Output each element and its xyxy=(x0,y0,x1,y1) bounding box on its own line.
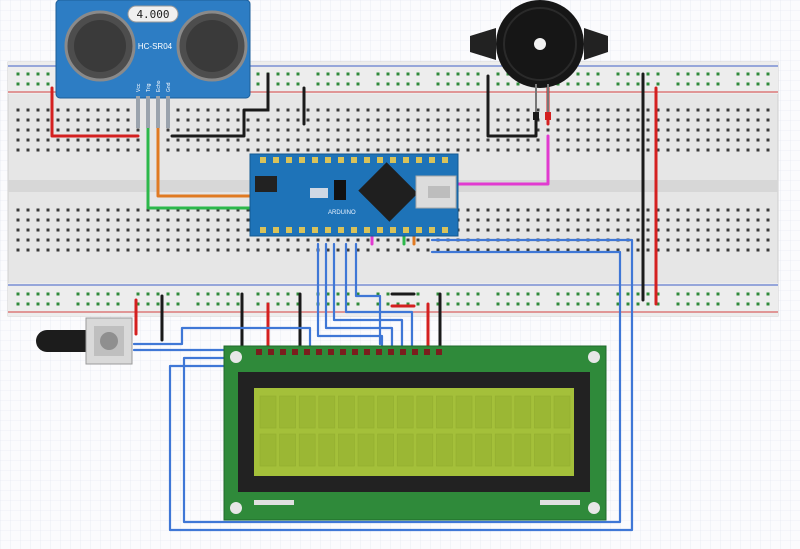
wire-blue-d2 xyxy=(324,242,394,354)
buzzer-icon xyxy=(470,0,608,120)
wire-blue-d5 xyxy=(354,242,382,346)
lcd-header-pins xyxy=(256,349,442,355)
wire-blue-loop-2 xyxy=(182,250,622,524)
lcd-display-icon xyxy=(223,345,607,521)
wire-black-buzzer xyxy=(486,74,538,138)
potentiometer-icon xyxy=(36,317,133,365)
arduino-nano-icon: ARDUINO xyxy=(249,153,459,237)
wire-blue-d3 xyxy=(332,242,404,354)
sensor-pin-label: Gnd xyxy=(166,82,172,92)
lcd-character-cells xyxy=(259,395,571,467)
arduino-logo: ARDUINO xyxy=(328,210,356,216)
wire-black-gnd-sensor xyxy=(170,72,270,138)
wire-blue-pot-wiper xyxy=(132,326,312,354)
wire-blue-loop-1 xyxy=(168,238,634,532)
wire-red-vcc xyxy=(50,86,140,138)
wire-blue-d1 xyxy=(316,242,384,354)
sensor-pin-label: Echo xyxy=(156,80,162,92)
arduino-header-pins xyxy=(260,157,448,233)
sensor-crystal-label: 4.000 xyxy=(136,8,169,21)
sensor-pin-label: Vcc xyxy=(136,83,142,92)
sensor-pin-label: Trig xyxy=(146,83,152,92)
sensor-pins: Vcc Trig Echo Gnd xyxy=(136,80,172,128)
sensor-model-label: HC-SR04 xyxy=(138,42,173,51)
ultrasonic-sensor-icon: 4.000 HC-SR04 Vcc Trig Echo Gnd xyxy=(55,0,251,128)
